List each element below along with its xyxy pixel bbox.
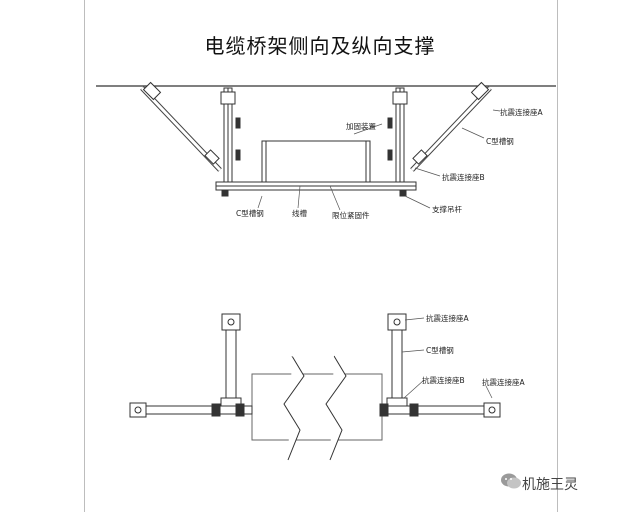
watermark-text: 机施王灵 [522,477,578,493]
label-anchor-a-top: 抗震连接座A [426,313,469,323]
label-anchor-a: 抗震连接座A [500,107,543,117]
label-anchor-a-right: 抗震连接座A [482,377,525,387]
left-horizontal-support [129,402,253,418]
wall-section [251,355,383,461]
c-channel-bottom [215,181,417,197]
right-vertical-support [386,313,408,413]
bottom-leaders [401,317,493,399]
drawing-frame [84,0,558,512]
label-c-channel: C型槽钢 [426,345,454,355]
label-anchor-b-bottom: 抗震连接座B [422,375,465,385]
right-diagonal-brace [410,81,492,172]
left-vertical-hanger [220,87,241,187]
left-diagonal-brace [140,81,222,172]
wechat-icon [501,473,521,489]
label-support-rod: 支撑吊杆 [432,204,462,214]
label-cable-tray: 线槽 [292,208,307,218]
label-c-channel-bottom: C型槽钢 [236,208,264,218]
label-anchor-b: 抗震连接座B [442,172,485,182]
cable-tray [261,140,371,187]
label-limit-fastener: 限位紧固件 [332,210,370,220]
right-horizontal-support [379,402,501,418]
label-reinforcement: 加固装置 [346,121,376,131]
top-leaders [257,109,501,211]
diagram-title: 电缆桥架侧向及纵向支撑 [204,34,436,58]
right-vertical-hanger [387,87,408,187]
left-vertical-support [220,313,242,413]
label-c-channel-right: C型槽钢 [486,136,514,146]
